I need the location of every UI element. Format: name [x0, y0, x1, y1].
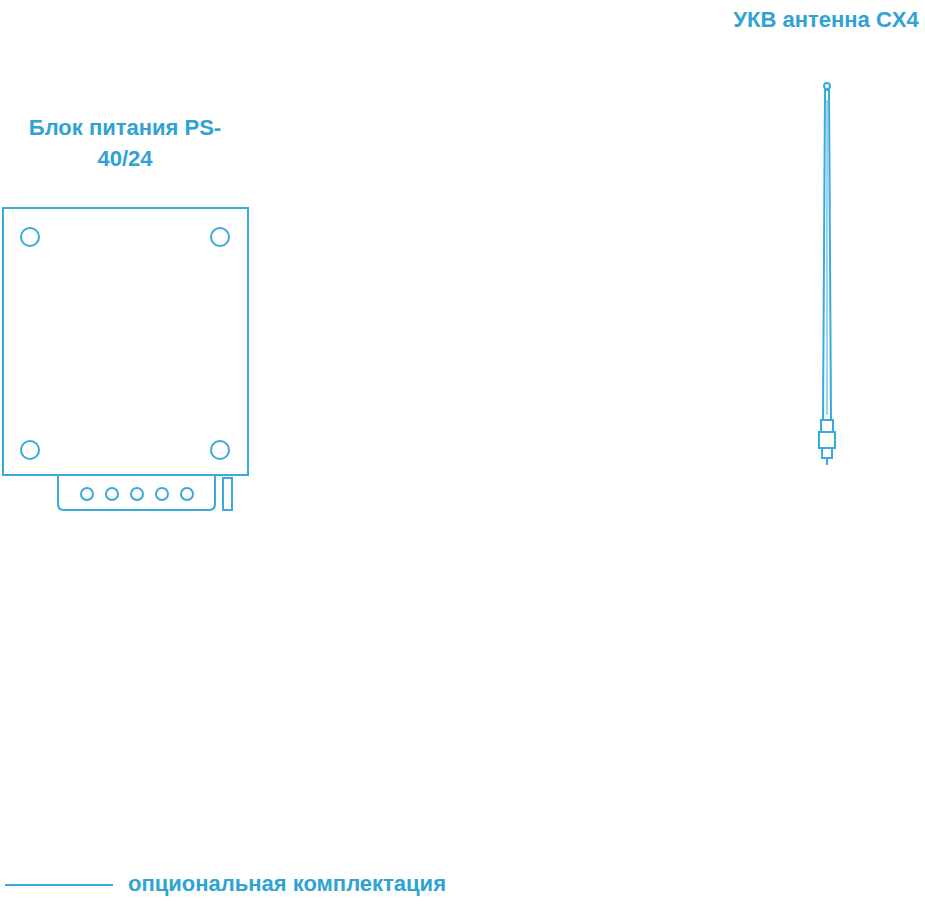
- terminal: [181, 488, 193, 500]
- legend-line-sample: [0, 868, 116, 902]
- antenna-whip: [823, 90, 831, 420]
- legend-text: опциональная комплектация: [128, 869, 446, 899]
- item-heading: Блок питания PS-40/24: [10, 112, 240, 174]
- antenna-connector: [819, 432, 835, 448]
- terminal: [156, 488, 168, 500]
- mounting-hole: [211, 228, 229, 246]
- power-supply-housing: [3, 208, 248, 475]
- item-heading: УКВ антенна CX4: [731, 4, 921, 35]
- mounting-hole: [21, 441, 39, 459]
- antenna-core: [827, 100, 828, 415]
- antenna-pin: [826, 458, 828, 465]
- antenna-connector: [821, 420, 833, 432]
- antenna-tip: [824, 83, 830, 89]
- terminal: [106, 488, 118, 500]
- terminal: [131, 488, 143, 500]
- item-heading-block: Блок питания PS-40/24: [10, 112, 240, 174]
- item-heading-block: УКВ антенна CX4: [731, 4, 921, 35]
- mounting-hole: [21, 228, 39, 246]
- antenna-connector: [822, 448, 832, 458]
- terminal: [81, 488, 93, 500]
- terminal-block: [58, 475, 215, 510]
- legend-line: [5, 884, 113, 886]
- adjust-trimmer: [223, 478, 232, 510]
- mounting-hole: [211, 441, 229, 459]
